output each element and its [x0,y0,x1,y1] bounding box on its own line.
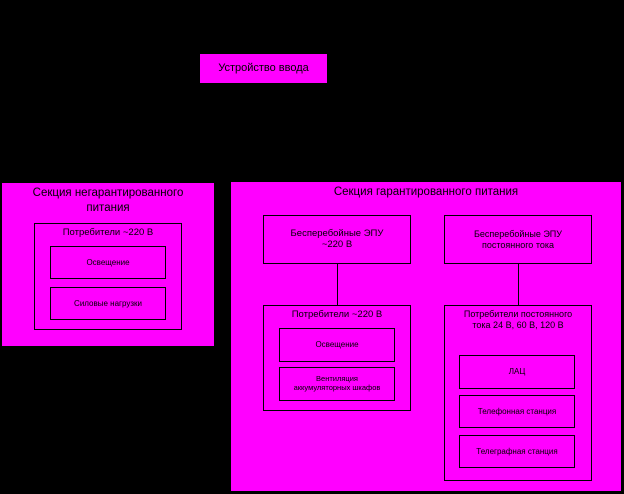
non-guaranteed-consumers-group: Потребители ~220 В Освещение Силовые наг… [34,223,182,330]
guaranteed-lighting-box: Освещение [279,328,395,362]
guaranteed-ac-consumers-group: Потребители ~220 В Освещение Вентиляция … [263,305,411,411]
guaranteed-section: Секция гарантированного питания Беспереб… [231,182,621,491]
battery-ventilation-box: Вентиляция аккумуляторных шкафов [279,367,395,401]
non-guaranteed-title: Секция негарантированного питания [32,187,184,214]
connector-ups-dc [518,264,519,305]
non-guaranteed-section: Секция негарантированного питания Потреб… [2,183,214,346]
telegraph-station-box: Телеграфная станция [459,435,575,468]
guaranteed-title: Секция гарантированного питания [333,186,519,198]
non-guaranteed-lighting-box: Освещение [50,246,166,279]
non-guaranteed-power-loads-box: Силовые нагрузки [50,287,166,320]
lac-box: ЛАЦ [459,355,575,389]
connector-ups-ac [337,264,338,305]
guaranteed-dc-consumers-title: Потребители постоянного тока 24 В, 60 В,… [463,309,573,330]
telephone-station-box: Телефонная станция [459,395,575,428]
guaranteed-ac-consumers-title: Потребители ~220 В [291,309,383,320]
guaranteed-dc-consumers-group: Потребители постоянного тока 24 В, 60 В,… [444,305,592,481]
input-device-box: Устройство ввода [199,53,328,84]
ups-ac-box: Бесперебойные ЭПУ ~220 В [263,215,411,264]
ups-dc-box: Бесперебойные ЭПУ постоянного тока [444,215,592,264]
non-guaranteed-consumers-title: Потребители ~220 В [62,227,154,238]
